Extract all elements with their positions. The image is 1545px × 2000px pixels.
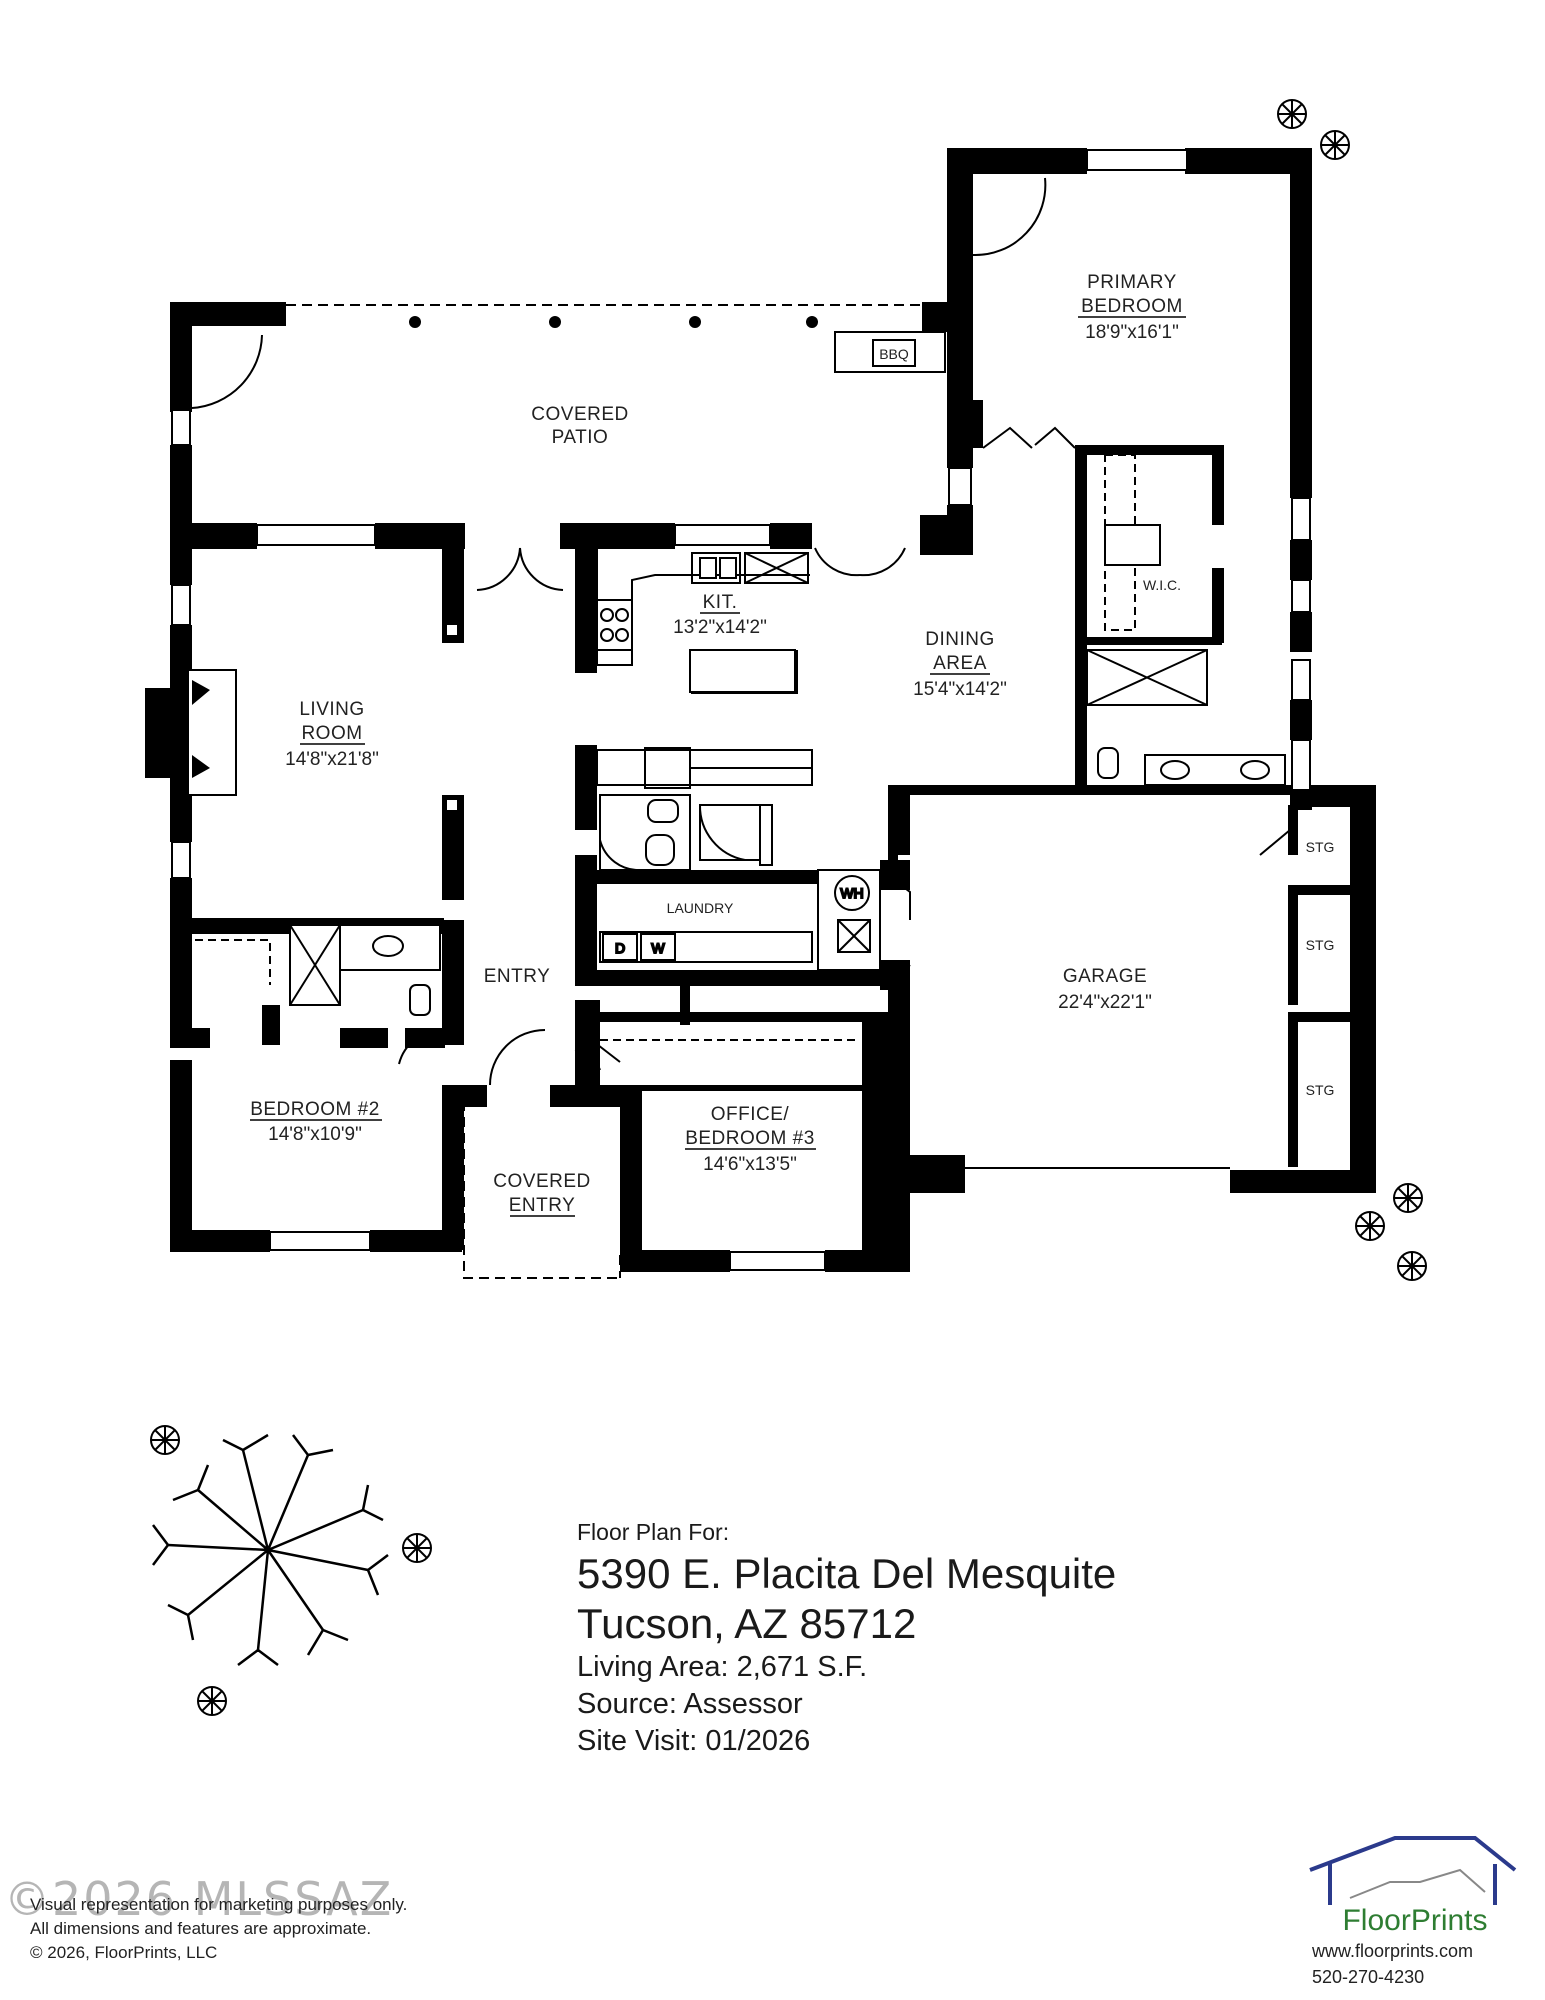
bbq-counter: BBQ <box>834 331 946 373</box>
kitchen-label: KIT. <box>703 592 738 613</box>
property-info: Floor Plan For: 5390 E. Placita Del Mesq… <box>577 1515 1116 1760</box>
shrub-icon <box>1277 99 1307 129</box>
primary-bedroom-label-1: PRIMARY <box>1087 272 1177 293</box>
shrub-icon <box>402 1533 432 1563</box>
bedroom2-label: BEDROOM #2 <box>250 1099 380 1120</box>
columns <box>442 625 464 875</box>
label-underlines <box>250 316 1186 1217</box>
covered-patio-label-1: COVERED <box>531 404 628 425</box>
bath2-fixtures <box>195 924 441 1016</box>
dining-label-1: DINING <box>925 629 995 650</box>
vegetation <box>150 99 1427 1716</box>
floor-plan-for: Floor Plan For: <box>577 1519 730 1545</box>
disclaimer-line-3: © 2026, FloorPrints, LLC <box>30 1943 218 1962</box>
walls <box>145 148 1376 1272</box>
living-room-dim: 14'8"x21'8" <box>285 749 379 770</box>
wh-label: WH <box>840 885 863 901</box>
office-label-1: OFFICE/ <box>711 1104 790 1125</box>
dryer-label: D <box>615 940 625 956</box>
primary-bath-fixtures <box>1086 454 1286 786</box>
office-label-2: BEDROOM #3 <box>685 1128 815 1149</box>
storage-label-2: STG <box>1306 937 1335 953</box>
shrub-icon <box>1320 130 1350 160</box>
brand-name: FloorPrints <box>1342 1904 1488 1937</box>
room-labels: COVERED PATIO PRIMARY BEDROOM 18'9"x16'1… <box>250 272 1334 1216</box>
storage-label-3: STG <box>1306 1082 1335 1098</box>
shrub-icon <box>150 1425 180 1455</box>
garage-dim: 22'4"x22'1" <box>1058 992 1152 1013</box>
living-room-label-2: ROOM <box>301 723 362 744</box>
wic-label: W.I.C. <box>1143 577 1181 593</box>
door-swings <box>191 177 1291 1169</box>
living-room-label-1: LIVING <box>299 699 364 720</box>
living-area: Living Area: 2,671 S.F. <box>577 1651 868 1683</box>
bbq-label: BBQ <box>879 346 909 362</box>
primary-bedroom-dim: 18'9"x16'1" <box>1085 322 1179 343</box>
disclaimer-line-1: Visual representation for marketing purp… <box>30 1895 408 1914</box>
garage-label: GARAGE <box>1063 966 1147 987</box>
laundry-label: LAUNDRY <box>667 900 734 916</box>
covered-entry-label-2: ENTRY <box>509 1195 576 1216</box>
office-dim: 14'6"x13'5" <box>703 1154 797 1175</box>
covered-patio-label-2: PATIO <box>552 427 609 448</box>
windows <box>171 149 1311 1271</box>
laundry-fixtures: D W <box>599 931 860 1041</box>
shrub-icon <box>197 1686 227 1716</box>
kitchen-dim: 13'2"x14'2" <box>673 617 767 638</box>
storage-label-1: STG <box>1306 839 1335 855</box>
address-line-1: 5390 E. Placita Del Mesquite <box>577 1550 1117 1597</box>
patio-posts <box>409 316 818 328</box>
shrub-icon <box>1397 1251 1427 1281</box>
primary-bedroom-label-2: BEDROOM <box>1081 296 1183 317</box>
shrub-icon <box>1393 1183 1423 1213</box>
kitchen-sink <box>699 557 737 579</box>
floorprints-logo <box>1309 1836 1517 1905</box>
water-heater: WH <box>817 869 881 971</box>
site-visit: Site Visit: 01/2026 <box>577 1725 811 1757</box>
dashed-outlines <box>286 304 922 1279</box>
half-bath-fixtures <box>599 794 773 871</box>
brand-block: FloorPrints www.floorprints.com 520-270-… <box>1300 1830 1530 1990</box>
brand-url[interactable]: www.floorprints.com <box>1312 1941 1474 1961</box>
address-line-2: Tucson, AZ 85712 <box>577 1600 917 1647</box>
mls-watermark: ©2026 MLSSAZ <box>4 1872 394 1926</box>
brand-phone: 520-270-4230 <box>1312 1967 1425 1987</box>
covered-entry-label-1: COVERED <box>493 1171 590 1192</box>
disclaimer: Visual representation for marketing purp… <box>30 1893 407 1965</box>
entry-label: ENTRY <box>484 966 551 987</box>
dining-label-2: AREA <box>933 653 987 674</box>
shrub-icon <box>1355 1211 1385 1241</box>
bedroom2-dim: 14'8"x10'9" <box>268 1124 362 1145</box>
kitchen-island <box>689 649 796 693</box>
dining-dim: 15'4"x14'2" <box>913 679 1007 700</box>
tree-icon <box>152 1433 389 1666</box>
source: Source: Assessor <box>577 1688 803 1720</box>
washer-label: W <box>651 940 665 956</box>
disclaimer-line-2: All dimensions and features are approxim… <box>30 1919 372 1938</box>
